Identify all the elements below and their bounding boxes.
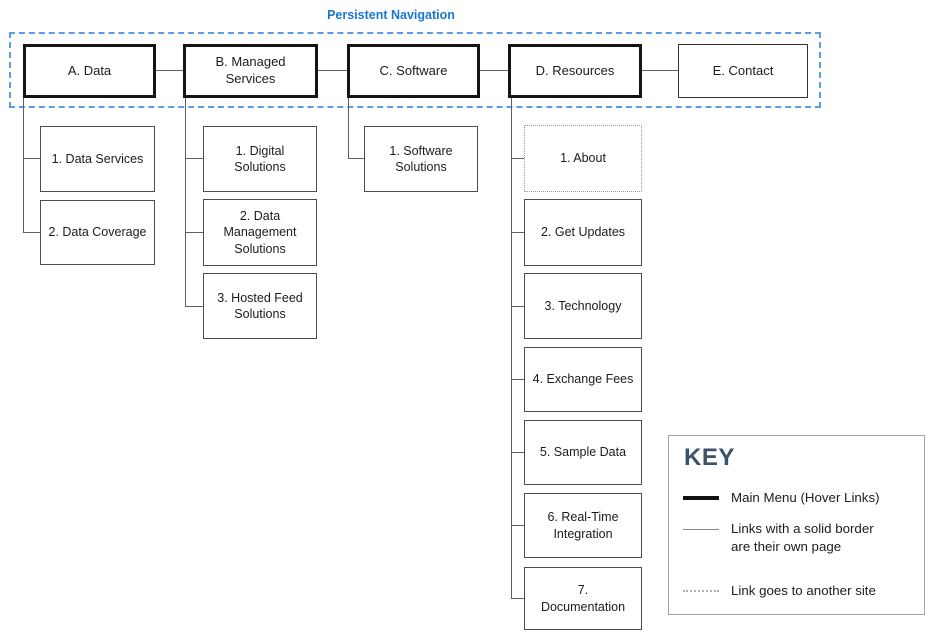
connector-line: [511, 306, 524, 307]
connector-line: [511, 452, 524, 453]
connector-line: [156, 70, 183, 71]
submenu-item-label: 1. Digital Solutions: [234, 143, 286, 174]
submenu-item-software-solutions[interactable]: 1. Software Solutions: [364, 126, 478, 192]
key-entry-label: Main Menu (Hover Links): [731, 490, 880, 505]
connector-line: [511, 232, 524, 233]
key-entry-solid-border: Links with a solid border are their own …: [683, 520, 874, 556]
connector-line: [642, 70, 678, 71]
persistent-navigation-label: Persistent Navigation: [327, 8, 455, 22]
key-title: KEY: [684, 444, 735, 471]
submenu-item-about[interactable]: 1. About: [524, 125, 642, 192]
submenu-item-label: 2. Data Management Solutions: [223, 209, 297, 256]
connector-line: [348, 98, 349, 159]
persistent-navigation-container: [9, 32, 821, 108]
connector-line: [185, 98, 186, 306]
submenu-item-technology[interactable]: 3. Technology: [524, 273, 642, 339]
submenu-item-hosted-feed-solutions[interactable]: 3. Hosted Feed Solutions: [203, 273, 317, 339]
nav-item-contact[interactable]: E. Contact: [678, 44, 808, 98]
nav-item-label: E. Contact: [712, 62, 774, 78]
submenu-item-label: 2. Get Updates: [540, 225, 626, 240]
submenu-item-label: 3. Hosted Feed Solutions: [217, 290, 303, 321]
connector-line: [348, 158, 364, 159]
key-entry-external-link: Link goes to another site: [683, 582, 876, 600]
connector-line: [185, 232, 203, 233]
submenu-item-data-coverage[interactable]: 2. Data Coverage: [40, 200, 155, 265]
key-entry-label: Link goes to another site: [731, 583, 876, 598]
thick-line-icon: [683, 496, 719, 500]
submenu-item-sample-data[interactable]: 5. Sample Data: [524, 420, 642, 485]
submenu-item-documentation[interactable]: 7. Documentation: [524, 567, 642, 630]
submenu-item-get-updates[interactable]: 2. Get Updates: [524, 199, 642, 266]
nav-item-managed-services[interactable]: B. Managed Services: [183, 44, 318, 98]
connector-line: [23, 98, 24, 233]
submenu-item-label: 3. Technology: [544, 298, 622, 313]
submenu-item-digital-solutions[interactable]: 1. Digital Solutions: [203, 126, 317, 192]
submenu-item-label: 1. Software Solutions: [389, 143, 453, 174]
thin-line-icon: [683, 529, 719, 530]
connector-line: [511, 158, 524, 159]
connector-line: [511, 98, 512, 599]
key-legend: KEY Main Menu (Hover Links) Links with a…: [668, 435, 925, 615]
connector-line: [23, 232, 40, 233]
connector-line: [511, 598, 524, 599]
connector-line: [185, 158, 203, 159]
nav-item-label: A. Data: [67, 62, 112, 78]
key-entry-label: Links with a solid border are their own …: [731, 521, 874, 554]
nav-item-label: D. Resources: [535, 62, 615, 78]
submenu-item-label: 2. Data Coverage: [48, 225, 147, 240]
dotted-line-icon: [683, 590, 719, 592]
submenu-item-label: 1. Data Services: [51, 151, 144, 166]
nav-item-label: C. Software: [379, 62, 448, 78]
submenu-item-label: 5. Sample Data: [539, 445, 627, 460]
submenu-item-exchange-fees[interactable]: 4. Exchange Fees: [524, 347, 642, 412]
nav-item-resources[interactable]: D. Resources: [508, 44, 642, 98]
key-entry-main-menu: Main Menu (Hover Links): [683, 489, 880, 507]
connector-line: [185, 306, 203, 307]
submenu-item-label: 6. Real-Time Integration: [547, 510, 619, 541]
connector-line: [318, 70, 347, 71]
submenu-item-label: 1. About: [560, 151, 606, 166]
connector-line: [23, 158, 40, 159]
submenu-item-real-time-integration[interactable]: 6. Real-Time Integration: [524, 493, 642, 558]
submenu-item-data-services[interactable]: 1. Data Services: [40, 126, 155, 192]
nav-item-data[interactable]: A. Data: [23, 44, 156, 98]
connector-line: [480, 70, 508, 71]
connector-line: [511, 379, 524, 380]
submenu-item-label: 7. Documentation: [540, 583, 626, 614]
submenu-item-data-management-solutions[interactable]: 2. Data Management Solutions: [203, 199, 317, 266]
nav-item-software[interactable]: C. Software: [347, 44, 480, 98]
connector-line: [511, 525, 524, 526]
nav-item-label: B. Managed Services: [215, 54, 286, 86]
submenu-item-label: 4. Exchange Fees: [532, 372, 634, 387]
